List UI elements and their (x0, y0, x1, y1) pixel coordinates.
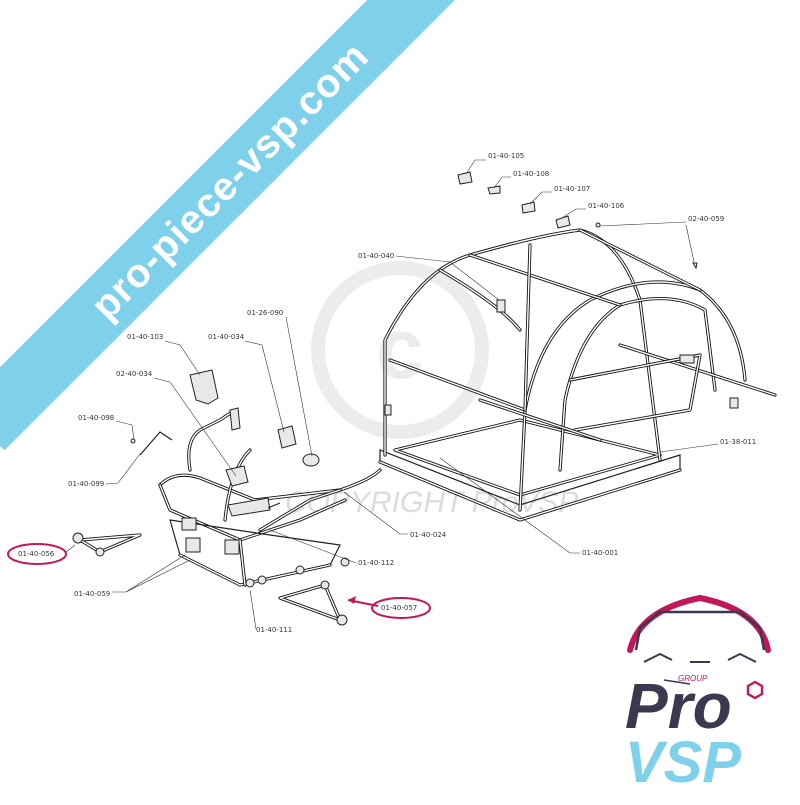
roll-cage (378, 228, 777, 522)
label-01-40-059: 01-40-059 (74, 590, 110, 598)
label-01-26-090: 01-26-090 (247, 309, 283, 317)
leader-lines (64, 159, 719, 630)
hex-nut-icon (746, 680, 764, 700)
label-01-40-057: 01-40-057 (381, 604, 417, 612)
label-01-40-098: 01-40-098 (78, 414, 114, 422)
label-01-40-106: 01-40-106 (588, 202, 625, 210)
part-labels: 01-40-105 01-40-108 01-40-107 01-40-106 … (18, 152, 756, 634)
highlight-01-40-056 (7, 543, 67, 565)
loose-parts (130, 369, 320, 509)
label-01-40-056: 01-40-056 (18, 550, 55, 558)
label-01-40-111: 01-40-111 (256, 626, 292, 634)
label-01-40-107: 01-40-107 (554, 185, 590, 193)
provsp-logo: GROUP Pro VSP (625, 594, 771, 795)
label-02-40-059: 02-40-059 (688, 215, 724, 223)
logo-group-text: GROUP (678, 674, 708, 683)
front-subframe (158, 408, 382, 588)
label-01-40-112: 01-40-112 (358, 559, 394, 567)
label-02-40-034: 02-40-034 (116, 370, 153, 378)
highlight-01-40-057 (371, 597, 431, 619)
label-01-40-001: 01-40-001 (582, 549, 618, 557)
label-01-40-103: 01-40-103 (127, 333, 163, 341)
small-brackets (457, 171, 698, 270)
logo-vsp-text: VSP (625, 730, 741, 795)
label-01-40-024: 01-40-024 (410, 531, 447, 539)
label-01-40-034: 01-40-034 (208, 333, 245, 341)
label-01-40-108: 01-40-108 (513, 170, 549, 178)
highlight-ovals (7, 543, 431, 619)
label-01-40-099: 01-40-099 (68, 480, 104, 488)
wishbone-left (72, 532, 142, 557)
logo-pro-text: Pro (625, 670, 732, 742)
label-01-40-040: 01-40-040 (358, 252, 394, 260)
label-01-40-105: 01-40-105 (488, 152, 524, 160)
label-01-38-011: 01-38-011 (720, 438, 756, 446)
wishbone-right (278, 580, 348, 626)
copyright-watermark: c COPYRIGHT ProVSP (285, 261, 578, 519)
